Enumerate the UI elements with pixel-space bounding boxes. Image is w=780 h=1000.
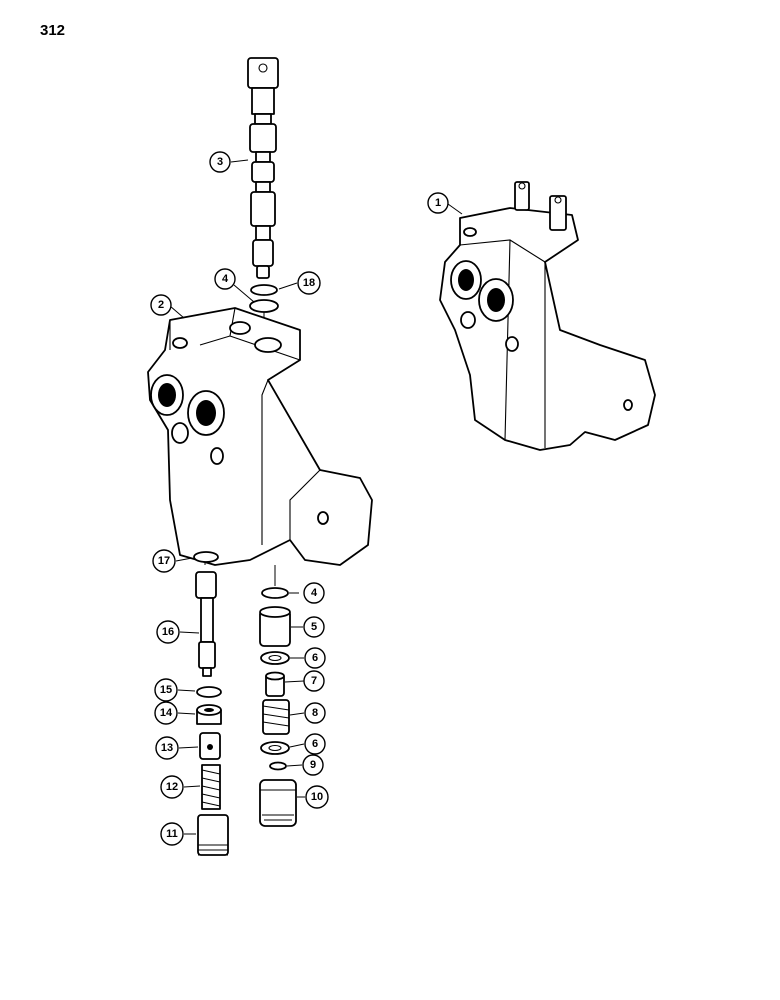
callout-9: 9 bbox=[302, 754, 324, 776]
o-ring-9-icon bbox=[269, 761, 287, 771]
callout-5: 5 bbox=[303, 616, 325, 638]
callout-10: 10 bbox=[305, 785, 329, 809]
spring-12-icon bbox=[201, 764, 221, 810]
svg-text:10: 10 bbox=[311, 791, 323, 803]
svg-text:6: 6 bbox=[312, 738, 318, 750]
plunger-13-icon bbox=[199, 732, 221, 760]
seat-14-icon bbox=[196, 704, 222, 725]
callout-17: 17 bbox=[152, 549, 176, 573]
callout-3: 3 bbox=[209, 151, 231, 173]
valve-body-exploded-icon bbox=[147, 307, 373, 566]
svg-text:13: 13 bbox=[161, 742, 173, 754]
page-number: 312 bbox=[40, 22, 66, 39]
callout-6-bottom: 6 bbox=[304, 733, 326, 755]
callout-2: 2 bbox=[150, 294, 172, 316]
svg-text:15: 15 bbox=[160, 684, 172, 696]
washer-6-bottom-icon bbox=[260, 741, 290, 755]
cage-5-icon bbox=[259, 606, 291, 647]
piston-7-icon bbox=[265, 671, 285, 697]
callout-1: 1 bbox=[427, 192, 449, 214]
valve-body-assembled-icon bbox=[439, 181, 656, 451]
callout-7: 7 bbox=[303, 670, 325, 692]
svg-text:1: 1 bbox=[435, 197, 441, 209]
svg-text:17: 17 bbox=[158, 555, 170, 567]
callout-4-lower: 4 bbox=[303, 582, 325, 604]
callout-4-top: 4 bbox=[214, 268, 236, 290]
callout-13: 13 bbox=[155, 736, 179, 760]
svg-text:9: 9 bbox=[310, 759, 316, 771]
callout-12: 12 bbox=[160, 775, 184, 799]
o-ring-4-lower-icon bbox=[261, 587, 289, 599]
spool-icon bbox=[247, 57, 279, 279]
svg-text:16: 16 bbox=[162, 626, 174, 638]
svg-text:18: 18 bbox=[303, 277, 315, 289]
svg-text:4: 4 bbox=[222, 273, 229, 285]
callout-15: 15 bbox=[154, 678, 178, 702]
svg-text:2: 2 bbox=[158, 299, 164, 311]
svg-text:4: 4 bbox=[311, 587, 318, 599]
svg-text:5: 5 bbox=[311, 621, 317, 633]
callout-18: 18 bbox=[297, 271, 321, 295]
spring-8-icon bbox=[262, 699, 290, 735]
washer-6-top-icon bbox=[260, 651, 290, 665]
poppet-16-icon bbox=[195, 571, 217, 677]
callout-11: 11 bbox=[160, 822, 184, 846]
plug-10-icon bbox=[259, 779, 297, 827]
svg-text:12: 12 bbox=[166, 781, 178, 793]
svg-text:11: 11 bbox=[166, 828, 178, 840]
svg-text:8: 8 bbox=[312, 707, 318, 719]
callout-14: 14 bbox=[154, 701, 178, 725]
svg-text:7: 7 bbox=[311, 675, 317, 687]
callout-8: 8 bbox=[304, 702, 326, 724]
o-ring-15-icon bbox=[196, 686, 222, 698]
svg-text:14: 14 bbox=[160, 707, 173, 719]
callout-6-top: 6 bbox=[304, 647, 326, 669]
svg-text:3: 3 bbox=[217, 156, 223, 168]
plug-11-icon bbox=[197, 814, 229, 856]
svg-text:6: 6 bbox=[312, 652, 318, 664]
o-ring-17-icon bbox=[193, 551, 219, 563]
o-ring-top-icon bbox=[249, 284, 279, 313]
callout-16: 16 bbox=[156, 620, 180, 644]
